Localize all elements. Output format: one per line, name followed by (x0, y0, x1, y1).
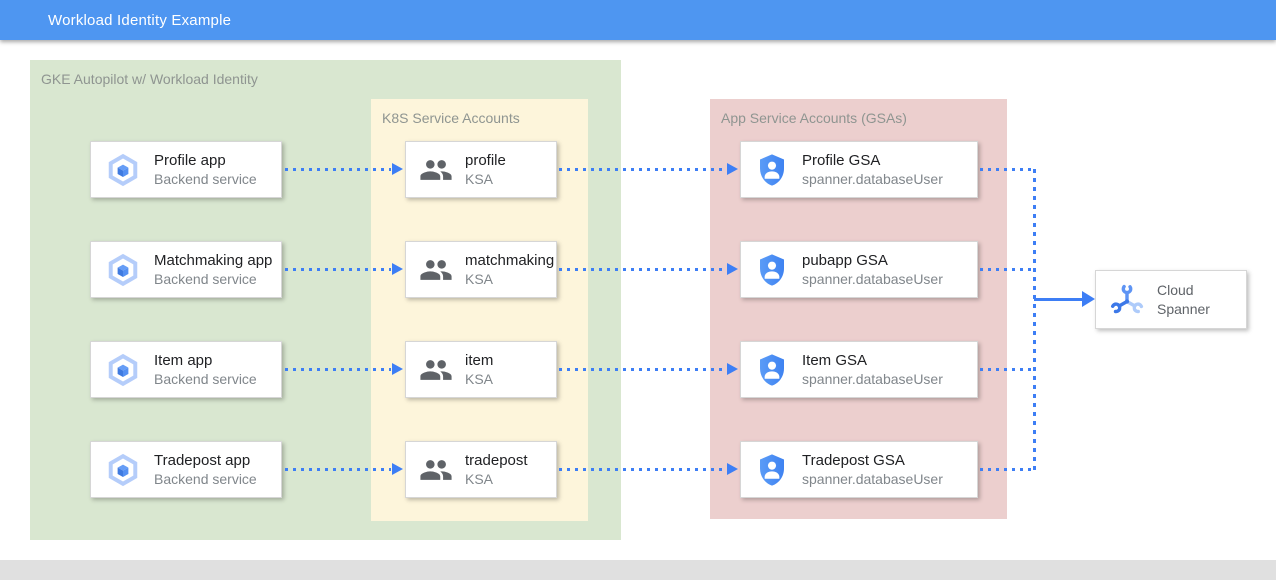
node-subtitle: Backend service (154, 171, 257, 188)
node-profile-app: Profile app Backend service (90, 141, 282, 198)
node-matchmaking-app: Matchmaking app Backend service (90, 241, 282, 298)
node-subtitle: KSA (465, 271, 494, 288)
node-tradepost-app: Tradepost app Backend service (90, 441, 282, 498)
header-bar: Workload Identity Example (0, 0, 1276, 40)
node-title: Tradepost GSA (802, 451, 905, 469)
node-subtitle: Backend service (154, 371, 257, 388)
arrow-profile-app-to-ksa (285, 168, 391, 171)
node-subtitle: Backend service (154, 471, 257, 488)
node-title: Tradepost app (154, 451, 251, 469)
shield-user-icon (754, 452, 790, 488)
arrow-tradepost-app-to-ksa (285, 468, 391, 471)
arrowhead-icon (727, 463, 738, 475)
node-subtitle: Backend service (154, 271, 257, 288)
node-subtitle: KSA (465, 371, 494, 388)
node-tradepost-gsa: Tradepost GSA spanner.databaseUser (740, 441, 978, 498)
footer-strip (0, 560, 1276, 580)
arrowhead-icon (727, 163, 738, 175)
arrowhead-icon (727, 363, 738, 375)
node-profile-ksa: profile KSA (405, 141, 557, 198)
node-subtitle: spanner.databaseUser (802, 271, 943, 288)
arrow-bus-to-cloud-spanner (1034, 298, 1082, 301)
arrow-tradepost-gsa-to-bus (980, 468, 1036, 471)
node-title: Profile GSA (802, 151, 881, 169)
shield-user-icon (754, 252, 790, 288)
node-title: matchmaking (465, 251, 555, 269)
node-item-ksa: item KSA (405, 341, 557, 398)
arrow-matchmaking-ksa-to-gsa (559, 268, 725, 271)
node-item-gsa: Item GSA spanner.databaseUser (740, 341, 978, 398)
node-title: Item app (154, 351, 213, 369)
node-item-app: Item app Backend service (90, 341, 282, 398)
shield-user-icon (754, 352, 790, 388)
container-gsa-title: App Service Accounts (GSAs) (721, 110, 907, 126)
node-title: profile (465, 151, 506, 169)
node-subtitle: KSA (465, 171, 494, 188)
people-icon (419, 353, 453, 387)
node-title: Matchmaking app (154, 251, 273, 269)
gke-hexagon-icon (104, 451, 142, 489)
arrowhead-icon (392, 263, 403, 275)
page-title: Workload Identity Example (48, 11, 232, 29)
container-gke-title: GKE Autopilot w/ Workload Identity (41, 71, 258, 87)
node-title: Item GSA (802, 351, 868, 369)
container-k8s-title: K8S Service Accounts (382, 110, 520, 126)
node-title: item (465, 351, 494, 369)
node-tradepost-ksa: tradepost KSA (405, 441, 557, 498)
node-subtitle: KSA (465, 471, 494, 488)
people-icon (419, 153, 453, 187)
arrowhead-icon (392, 163, 403, 175)
arrow-profile-ksa-to-gsa (559, 168, 725, 171)
shield-user-icon (754, 152, 790, 188)
node-pubapp-gsa: pubapp GSA spanner.databaseUser (740, 241, 978, 298)
people-icon (419, 453, 453, 487)
arrow-item-gsa-to-bus (980, 368, 1036, 371)
arrowhead-icon (392, 363, 403, 375)
arrow-item-app-to-ksa (285, 368, 391, 371)
node-title: tradepost (465, 451, 528, 469)
arrowhead-icon (1082, 291, 1095, 307)
node-cloud-spanner: Cloud Spanner (1095, 270, 1247, 329)
arrow-tradepost-ksa-to-gsa (559, 468, 725, 471)
node-subtitle: spanner.databaseUser (802, 371, 943, 388)
people-icon (419, 253, 453, 287)
node-title: Cloud Spanner (1157, 281, 1210, 317)
arrow-profile-gsa-to-bus (980, 168, 1036, 171)
node-title: pubapp GSA (802, 251, 888, 269)
node-subtitle: spanner.databaseUser (802, 471, 943, 488)
node-profile-gsa: Profile GSA spanner.databaseUser (740, 141, 978, 198)
gke-hexagon-icon (104, 151, 142, 189)
node-matchmaking-ksa: matchmaking KSA (405, 241, 557, 298)
cloud-spanner-icon (1109, 282, 1145, 318)
arrow-matchmaking-app-to-ksa (285, 268, 391, 271)
gke-hexagon-icon (104, 251, 142, 289)
arrowhead-icon (392, 463, 403, 475)
arrow-pubapp-gsa-to-bus (980, 268, 1036, 271)
arrowhead-icon (727, 263, 738, 275)
arrow-item-ksa-to-gsa (559, 368, 725, 371)
gke-hexagon-icon (104, 351, 142, 389)
node-subtitle: spanner.databaseUser (802, 171, 943, 188)
bus-vertical-line (1033, 169, 1036, 470)
node-title: Profile app (154, 151, 226, 169)
